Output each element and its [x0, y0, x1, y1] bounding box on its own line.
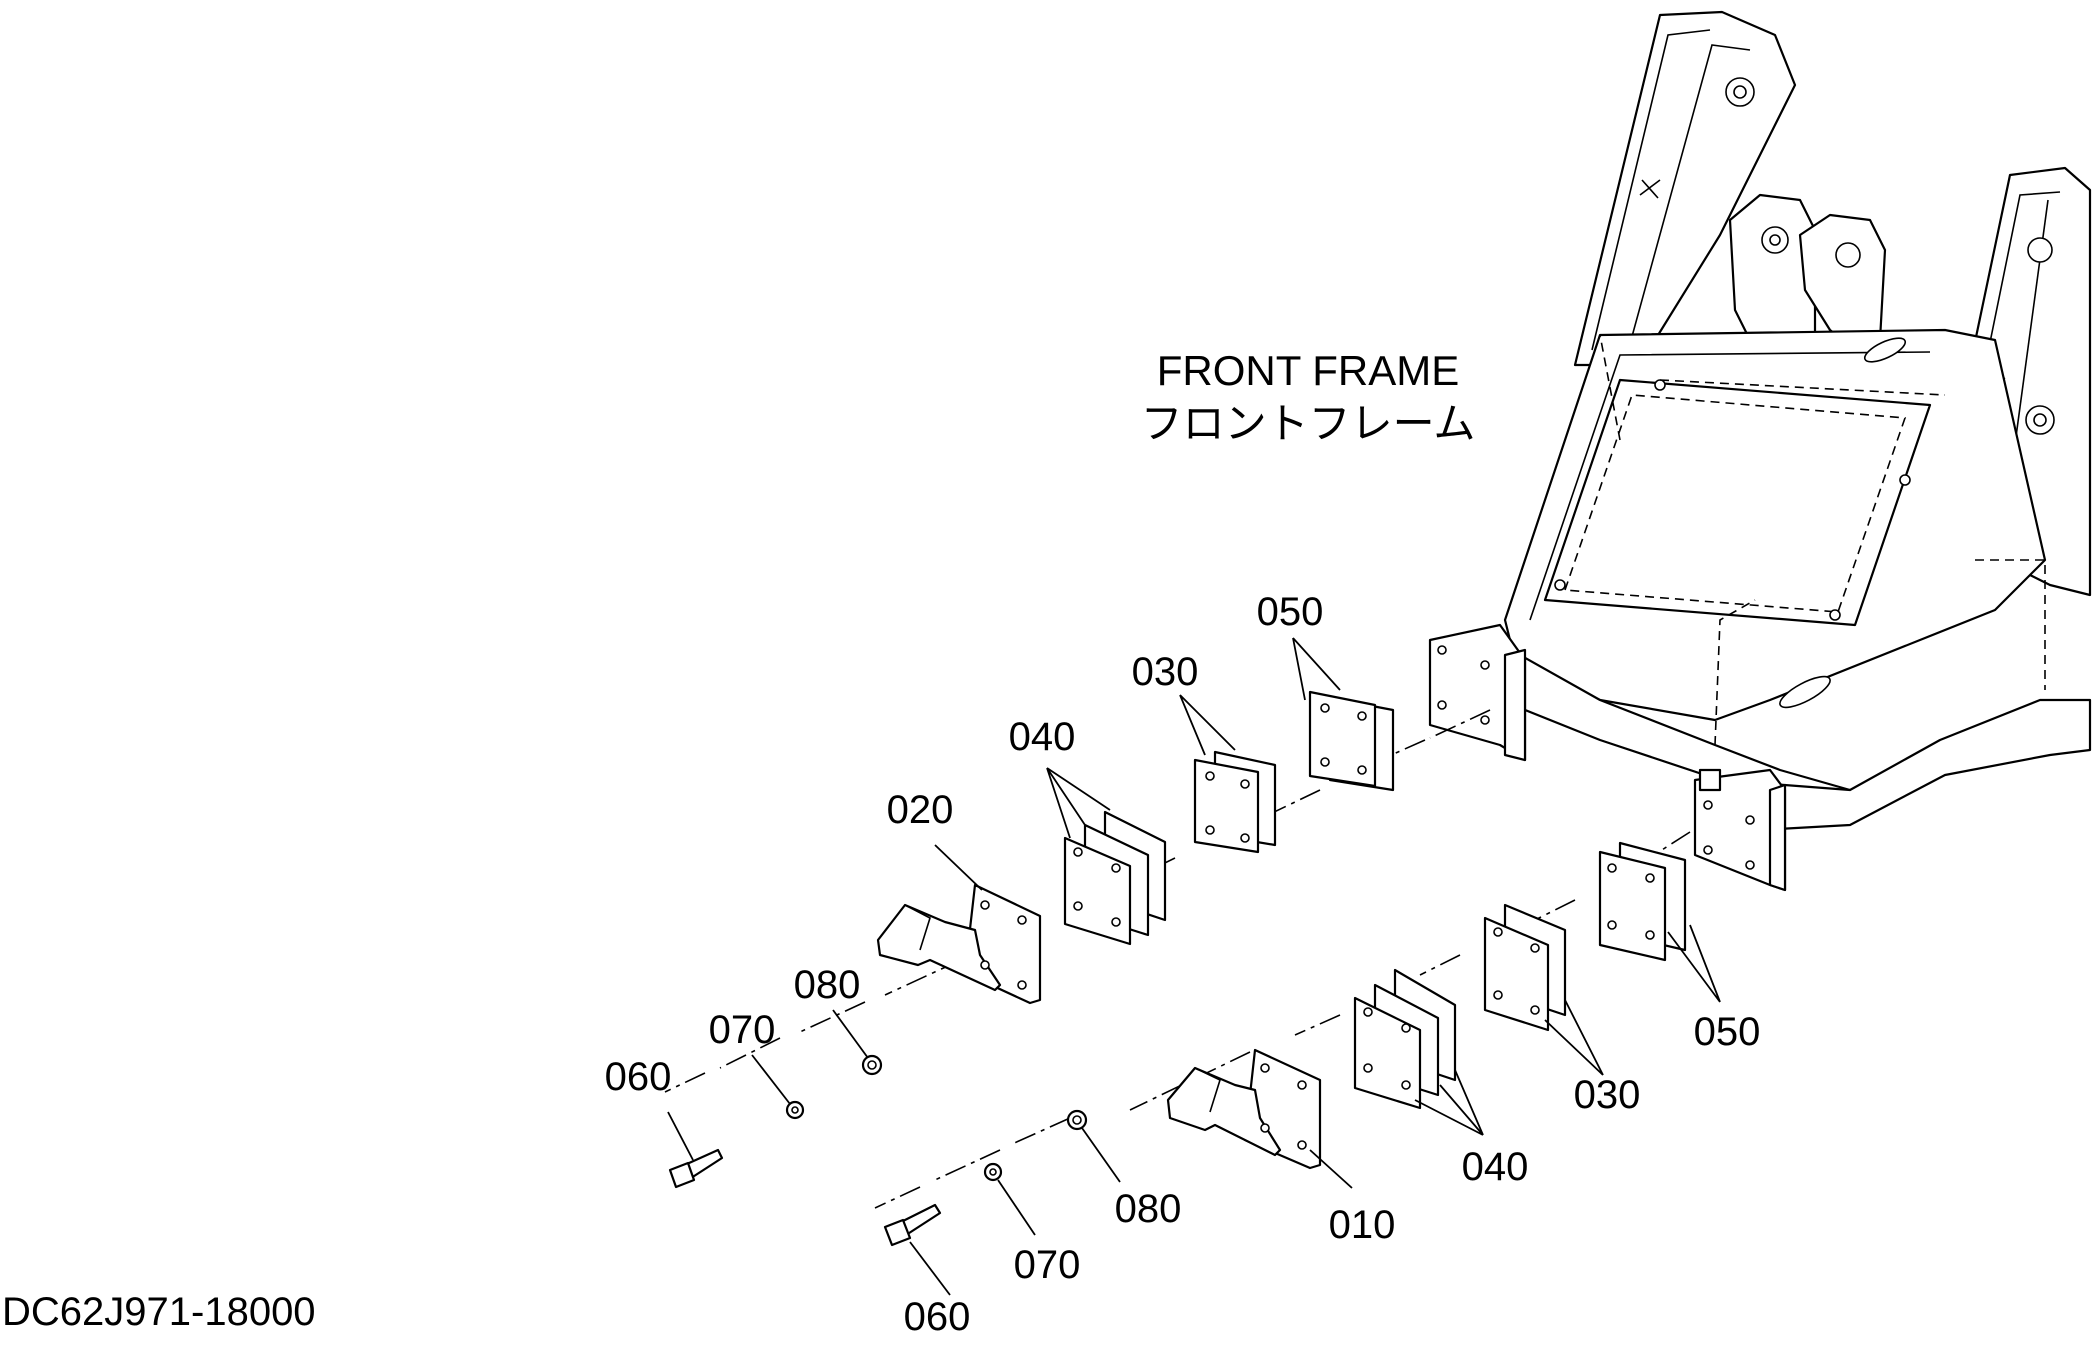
upper-part-040-shims — [1063, 810, 1167, 946]
upper-part-060-bolt — [668, 1148, 724, 1189]
drawing-number: DC62J971-18000 — [2, 1290, 316, 1334]
upper-part-080-washer — [861, 1054, 883, 1076]
lower-part-040-shims — [1353, 968, 1457, 1110]
lower-part-010-bracket — [1166, 1048, 1322, 1170]
callout-lower-010: 010 — [1329, 1203, 1396, 1247]
upper-part-050-shims — [1308, 690, 1395, 792]
callout-upper-060: 060 — [605, 1055, 672, 1099]
callout-upper-040: 040 — [1009, 715, 1076, 759]
upper-part-070-lockwasher — [785, 1100, 805, 1120]
diagram-title-en: FRONT FRAME — [1157, 347, 1460, 394]
callout-lower-030: 030 — [1574, 1073, 1641, 1117]
callout-lower-070: 070 — [1014, 1243, 1081, 1287]
upper-part-030-shims — [1193, 750, 1277, 854]
diagram-title-jp: フロントフレーム — [1141, 400, 1476, 447]
callout-upper-080: 080 — [794, 963, 861, 1007]
upper-part-020-bracket — [876, 883, 1042, 1005]
front-frame-drawing — [1428, 10, 2092, 892]
callout-lower-040: 040 — [1462, 1145, 1529, 1189]
lower-part-050-shims — [1598, 841, 1687, 962]
callout-upper-020: 020 — [887, 788, 954, 832]
callout-upper-070: 070 — [709, 1008, 776, 1052]
callout-lower-050: 050 — [1694, 1010, 1761, 1054]
lower-part-060-bolt — [883, 1203, 942, 1247]
lower-part-080-washer — [1066, 1109, 1088, 1131]
callout-upper-050: 050 — [1257, 590, 1324, 634]
callout-upper-030: 030 — [1132, 650, 1199, 694]
lower-part-030-shims — [1483, 903, 1567, 1032]
leader-lines — [667, 637, 1721, 1296]
lower-part-070-lockwasher — [983, 1162, 1003, 1182]
callout-lower-060: 060 — [904, 1295, 971, 1339]
callout-lower-080: 080 — [1115, 1187, 1182, 1231]
